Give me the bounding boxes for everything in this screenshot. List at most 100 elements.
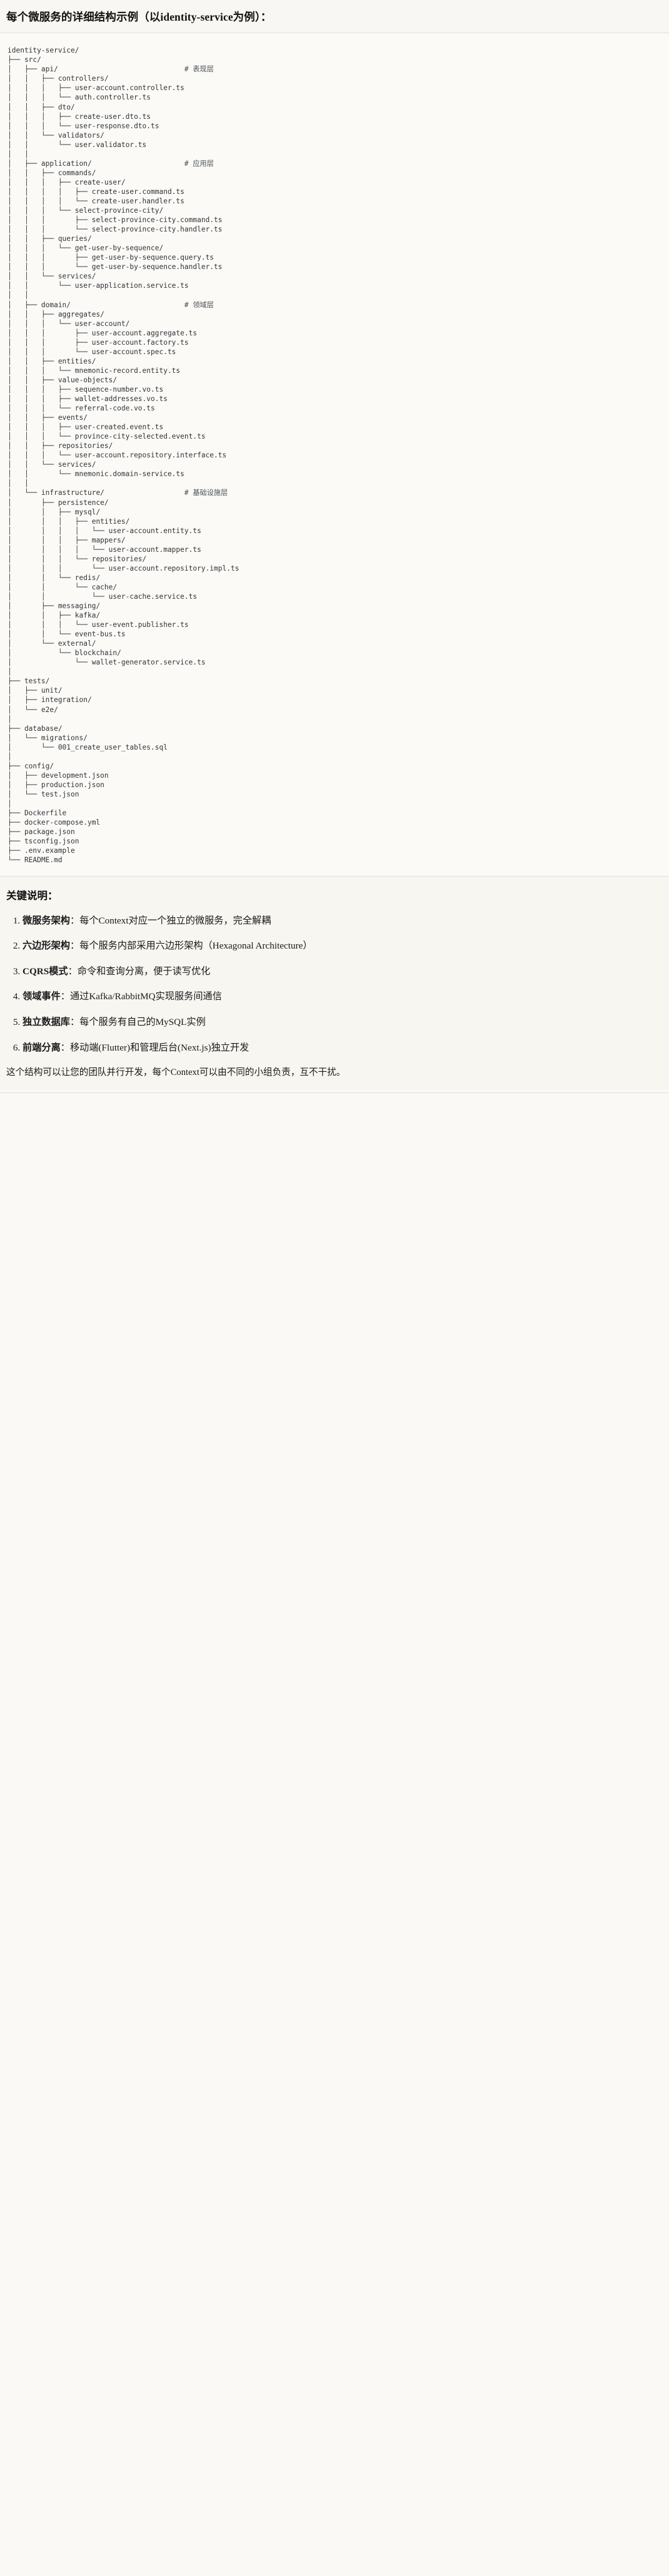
tree-layer-comment: # 基础设施层	[184, 489, 228, 497]
notes-list: 微服务架构：每个Context对应一个独立的微服务，完全解耦六边形架构：每个服务…	[6, 914, 663, 1055]
bottom-divider	[0, 1092, 669, 1094]
note-item: 前端分离：移动端(Flutter)和管理后台(Next.js)独立开发	[23, 1041, 663, 1056]
tree-line: │ │ ├── kafka/	[8, 611, 101, 620]
tree-line: ├── docker-compose.yml	[8, 818, 101, 827]
tree-line: │ │ │ └── referral-code.vo.ts	[8, 404, 155, 413]
tree-line: │ │	[8, 291, 29, 300]
document-page: 每个微服务的详细结构示例（以identity-service为例）： ident…	[0, 0, 669, 1094]
tree-line: │ │ │ └── get-user-by-sequence/	[8, 244, 164, 253]
tree-line: ├── database/	[8, 724, 63, 733]
tree-line: │ │ │ └── get-user-by-sequence.handler.t…	[8, 263, 223, 272]
note-term: CQRS模式	[23, 965, 68, 977]
tree-line: │ │ └── user-cache.service.ts	[8, 592, 198, 601]
tree-line: │ │ │ └── province-city-selected.event.t…	[8, 432, 206, 441]
tree-line: │ │ └── services/	[8, 272, 96, 281]
tree-line: │ ├── development.json	[8, 771, 109, 780]
tree-line: │	[8, 715, 12, 723]
tree-line: │ │ │ ├── mappers/	[8, 536, 126, 544]
tree-line: │ ├── messaging/	[8, 602, 101, 611]
page-title: 每个微服务的详细结构示例（以identity-service为例）：	[6, 11, 272, 23]
directory-tree: identity-service/├── src/│ ├── api/ # 表现…	[0, 46, 669, 865]
note-separator: ：	[69, 915, 80, 926]
tree-layer-comment: # 应用层	[184, 159, 214, 168]
tree-line: │ ├── application/ # 应用层	[8, 159, 214, 168]
tree-line: │ │ │ └── user-account.repository.impl.t…	[8, 564, 239, 573]
tree-line: │ │ ├── queries/	[8, 235, 92, 243]
tree-line: │ │ │ ├── user-account.controller.ts	[8, 84, 184, 93]
tree-line: │ │ │ └── user-response.dto.ts	[8, 121, 159, 130]
tree-line: ├── package.json	[8, 828, 75, 837]
tree-line: │ └── infrastructure/ # 基础设施层	[8, 489, 228, 497]
tree-line: │ │ │ └── select-province-city/	[8, 206, 164, 215]
tree-line: │ │ │ └── repositories/	[8, 554, 147, 563]
tree-line: │ │ ├── repositories/	[8, 442, 113, 451]
tree-line: │ └── external/	[8, 639, 96, 648]
tree-line: │ │ │ ├── create-user.dto.ts	[8, 112, 151, 121]
tree-line: │ │ ├── dto/	[8, 103, 75, 111]
tree-line: │ │ │ └── user-account.spec.ts	[8, 347, 176, 356]
tree-line: │ ├── unit/	[8, 686, 63, 695]
tree-line: │ │ └── cache/	[8, 583, 118, 591]
directory-tree-block: identity-service/├── src/│ ├── api/ # 表现…	[0, 33, 669, 877]
tree-line: │ │ │ │ └── create-user.handler.ts	[8, 197, 184, 205]
tree-line: │ │ │ └── user-account.repository.interf…	[8, 451, 227, 460]
note-term: 六边形架构	[23, 940, 70, 952]
tree-line: │ │ └── user.validator.ts	[8, 140, 147, 149]
note-description: 每个服务有自己的MySQL实例	[79, 1016, 206, 1027]
note-description: 移动端(Flutter)和管理后台(Next.js)独立开发	[69, 1042, 249, 1053]
note-separator: ：	[68, 965, 78, 977]
tree-line: │ │ ├── value-objects/	[8, 375, 118, 384]
tree-line: │ │ │ └── user-account/	[8, 319, 130, 328]
tree-line: │ ├── domain/ # 领域层	[8, 300, 214, 309]
tree-line: │ │ │ ├── select-province-city.command.t…	[8, 216, 223, 225]
note-description: 通过Kafka/RabbitMQ实现服务间通信	[69, 991, 222, 1002]
tree-line: │ │ │ ├── entities/	[8, 517, 130, 526]
tree-line: │ └── migrations/	[8, 733, 88, 742]
tree-line: │ └── test.json	[8, 790, 79, 798]
tree-divider	[0, 876, 669, 877]
tree-line: │ │ │ │ ├── create-user.command.ts	[8, 187, 184, 196]
tree-line: │ └── wallet-generator.service.ts	[8, 658, 206, 667]
tree-line: │ │ └── user-application.service.ts	[8, 282, 189, 290]
tree-line: │ │ │ └── mnemonic-record.entity.ts	[8, 366, 181, 375]
note-term: 微服务架构	[23, 915, 70, 926]
note-item: CQRS模式：命令和查询分离，便于读写优化	[23, 964, 663, 979]
note-separator: ：	[69, 1016, 80, 1027]
note-description: 每个Context对应一个独立的微服务，完全解耦	[79, 915, 271, 926]
tree-line: │ │ └── event-bus.ts	[8, 630, 126, 639]
note-description: 每个服务内部采用六边形架构（Hexagonal Architecture）	[79, 940, 313, 952]
tree-line: │ ├── production.json	[8, 780, 104, 789]
note-description: 命令和查询分离，便于读写优化	[77, 965, 211, 977]
tree-line: │ │ ├── aggregates/	[8, 310, 104, 318]
tree-line: │ │	[8, 479, 29, 488]
tree-line: │ │ ├── entities/	[8, 357, 96, 365]
tree-line: │ │ │ │ └── user-account.mapper.ts	[8, 545, 201, 554]
tree-line: │ │ └── mnemonic.domain-service.ts	[8, 470, 184, 479]
tree-line: │ │ └── validators/	[8, 131, 104, 140]
tree-line: │ └── e2e/	[8, 705, 58, 714]
key-notes-block: 关键说明： 微服务架构：每个Context对应一个独立的微服务，完全解耦六边形架…	[0, 877, 669, 1091]
note-term: 领域事件	[23, 991, 61, 1002]
note-term: 独立数据库	[23, 1016, 70, 1027]
tree-line: identity-service/	[8, 46, 79, 55]
tree-layer-comment: # 领域层	[184, 300, 214, 309]
note-term: 前端分离	[23, 1042, 61, 1053]
tree-line: │ │	[8, 150, 29, 158]
tree-line: │ │ │ ├── create-user/	[8, 178, 126, 186]
note-separator: ：	[69, 940, 80, 952]
tree-line: │ │ ├── events/	[8, 414, 88, 422]
tree-line: │ │ │ └── select-province-city.handler.t…	[8, 225, 223, 234]
note-item: 六边形架构：每个服务内部采用六边形架构（Hexagonal Architectu…	[23, 939, 663, 954]
tree-line: │ └── 001_create_user_tables.sql	[8, 743, 168, 751]
tree-line: ├── src/	[8, 56, 41, 64]
tree-line: │	[8, 668, 12, 676]
note-separator: ：	[60, 991, 70, 1002]
tree-line: │	[8, 800, 12, 808]
tree-line: │ │ │ └── user-event.publisher.ts	[8, 621, 189, 629]
tree-line: ├── .env.example	[8, 847, 75, 855]
tree-line: │ │ ├── mysql/	[8, 507, 101, 516]
tree-line: └── README.md	[8, 856, 63, 865]
tree-line: │ │ ├── commands/	[8, 168, 96, 177]
tree-line: │ │ │ ├── get-user-by-sequence.query.ts	[8, 253, 214, 262]
tree-line: │ │ │ ├── sequence-number.vo.ts	[8, 385, 164, 394]
